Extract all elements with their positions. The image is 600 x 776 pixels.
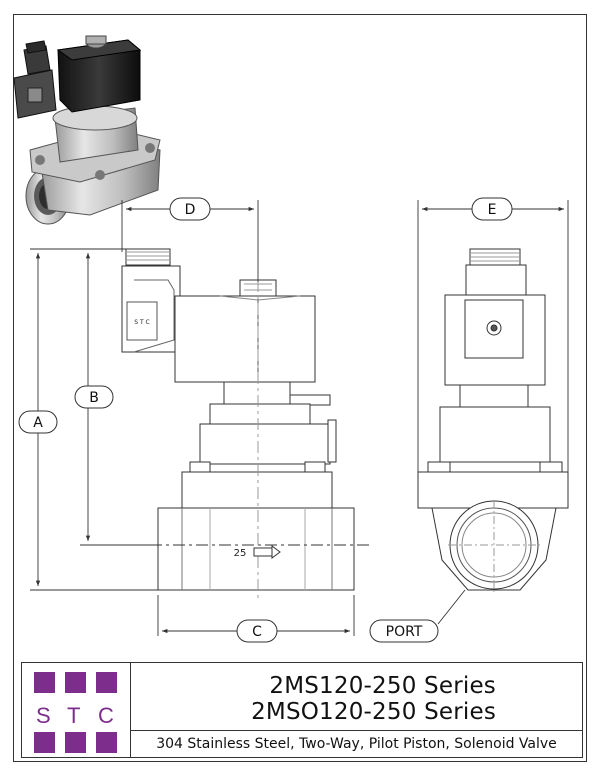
valve-3d-render [13, 35, 161, 225]
svg-text:C: C [252, 624, 262, 640]
valve-side-view [417, 248, 569, 592]
logo-letter-s: S [36, 703, 51, 728]
dimension-bubble-b: B [74, 385, 114, 409]
body-size-marking: 25 [234, 548, 247, 559]
series-title-area: 2MS120-250 Series 2MSO120-250 Series [131, 663, 582, 731]
dimension-bubble-d: D [169, 197, 211, 221]
svg-text:D: D [185, 202, 196, 218]
svg-text:E: E [488, 202, 497, 218]
svg-text:A: A [33, 415, 43, 431]
dimension-bubble-a: A [18, 410, 58, 434]
valve-front-view [121, 248, 370, 600]
port-label-bubble: PORT [369, 619, 439, 643]
series-title-line-2: 2MSO120-250 Series [251, 699, 496, 725]
dimension-bubble-e: E [471, 197, 513, 221]
stc-logo: S T C [22, 663, 131, 757]
series-title-line-1: 2MS120-250 Series [269, 673, 496, 699]
drawing-sheet-border [13, 14, 587, 762]
product-description: 304 Stainless Steel, Two-Way, Pilot Pist… [156, 736, 557, 752]
logo-letter-c: C [98, 703, 114, 728]
logo-letter-t: T [67, 703, 81, 728]
coil-logo-marking: S T C [134, 319, 149, 326]
title-block: S T C 2MS120-250 Series 2MSO120-250 Seri… [21, 662, 583, 758]
svg-text:PORT: PORT [386, 624, 423, 640]
technical-drawing: A B C D E PORT 25 S T C [13, 35, 569, 643]
dimension-bubble-c: C [236, 619, 278, 643]
svg-text:B: B [89, 390, 99, 406]
